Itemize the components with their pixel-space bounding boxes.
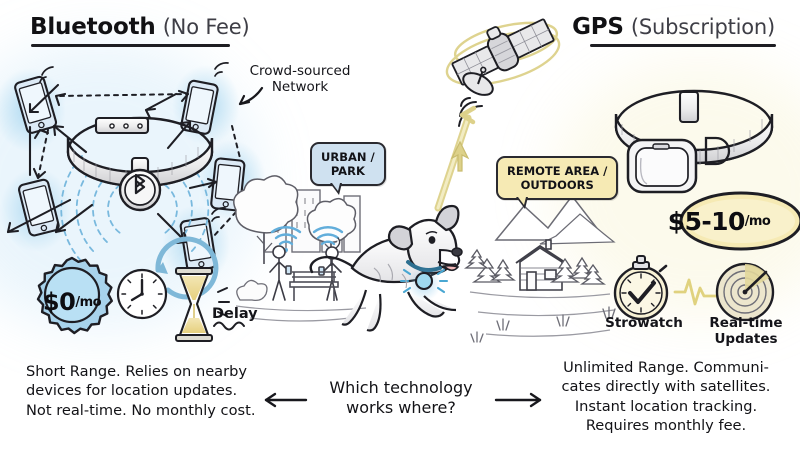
clock-rewind-icon (116, 236, 219, 320)
gps-header: GPS (Subscription) (572, 14, 775, 40)
mesh-arrow-icon (6, 83, 241, 245)
pine-tree-icon (463, 248, 607, 285)
gps-fee-note: (Subscription) (630, 15, 775, 39)
ground-line-icon (235, 305, 367, 322)
phone-signal-icon (39, 62, 229, 222)
crowd-sourced-network-label: Crowd-sourced Network (249, 63, 351, 96)
heartbeat-line-icon (673, 278, 718, 306)
price-badge-gps: $5-10/mo (658, 192, 780, 250)
shrub-icon (236, 279, 268, 302)
running-dog-icon (309, 204, 463, 332)
radar-icon (715, 262, 775, 322)
bluetooth-description: Short Range. Relies on nearby devices fo… (26, 363, 256, 419)
center-question: Which technology works where? (329, 378, 473, 417)
stopwatch-icon (613, 255, 669, 321)
bluetooth-header: Bluetooth (No Fee) (30, 14, 250, 40)
crowd-pointer-icon (238, 86, 264, 106)
bluetooth-fee-note: (No Fee) (162, 15, 250, 39)
delay-label: Delay (212, 306, 258, 322)
grass-tuft-icon (470, 306, 616, 343)
price-badge-bluetooth-amount: $0 (42, 288, 76, 316)
mountain-icon (494, 194, 616, 245)
realtime-updates-label: Real-time Updates (709, 315, 783, 348)
starburst-badge-icon (36, 256, 113, 335)
gps-header-underline (590, 44, 776, 47)
rural-ground-icon (469, 291, 615, 337)
gps-description: Unlimited Range. Communi- cates directly… (561, 359, 771, 435)
price-badge-gps-unit: /mo (744, 213, 771, 229)
callout-urban-park: URBAN / PARK (310, 142, 386, 196)
price-badge-gps-amount: $5-10 (667, 206, 746, 236)
comparison-arrow-icon (264, 392, 542, 408)
stopwatch-label: Strowatch (605, 315, 683, 331)
bluetooth-collar-icon (66, 116, 214, 212)
gps-title: GPS (572, 14, 624, 40)
price-badge-bluetooth-unit: /mo (75, 294, 102, 310)
price-badge-bluetooth: $0/mo (24, 258, 120, 346)
callout-remote-outdoors: REMOTE AREA / OUTDOORS (496, 156, 619, 210)
oval-badge-icon (679, 191, 800, 251)
gps-collar-icon (614, 89, 774, 194)
park-bench-icon (289, 271, 339, 301)
satellite-icon (434, 18, 561, 212)
tree-icon (233, 175, 357, 266)
bluetooth-title: Bluetooth (30, 14, 156, 40)
bluetooth-tag-icon (118, 168, 162, 212)
bluetooth-header-underline (31, 44, 230, 47)
hourglass-icon (175, 267, 245, 342)
